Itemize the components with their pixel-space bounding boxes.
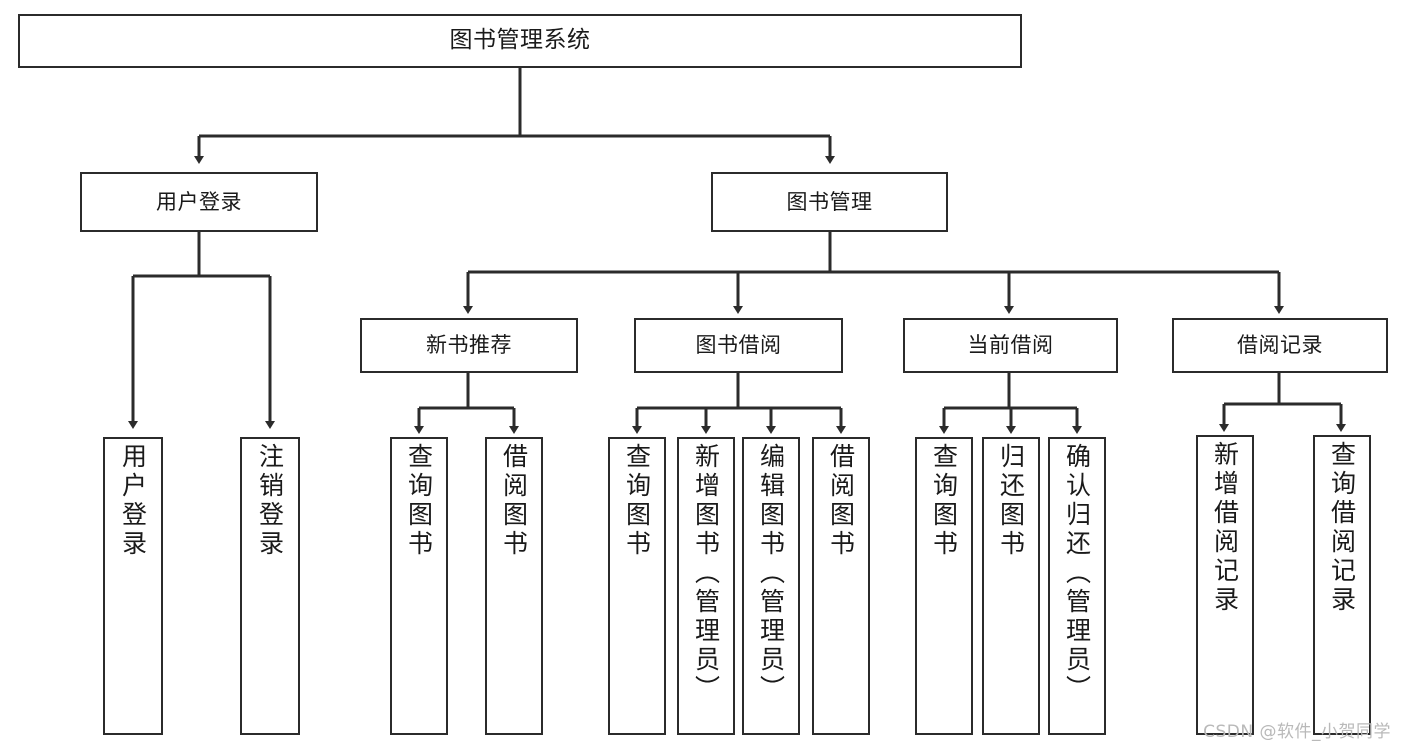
node-leaf-add-book-label: 新增图书（管理员）: [691, 443, 721, 704]
node-root[interactable]: 图书管理系统: [18, 14, 1022, 68]
node-leaf-borrow-book-2-label: 借阅图书: [826, 443, 856, 559]
node-leaf-query-book-2-label: 查询图书: [622, 443, 652, 559]
node-leaf-borrow-book-1[interactable]: 借阅图书: [485, 437, 543, 735]
node-borrowing-record-label: 借阅记录: [1237, 333, 1323, 358]
node-book-management-label: 图书管理: [786, 189, 873, 214]
node-leaf-confirm-return[interactable]: 确认归还（管理员）: [1048, 437, 1106, 735]
node-new-book-recommendation[interactable]: 新书推荐: [360, 318, 578, 373]
node-leaf-query-borrow-record-label: 查询借阅记录: [1327, 441, 1357, 615]
node-leaf-logout[interactable]: 注销登录: [240, 437, 300, 735]
node-root-label: 图书管理系统: [449, 27, 591, 54]
node-leaf-query-book-3-label: 查询图书: [929, 443, 959, 559]
node-user-login-label: 用户登录: [156, 189, 242, 214]
node-leaf-return-book-label: 归还图书: [996, 443, 1026, 559]
node-leaf-return-book[interactable]: 归还图书: [982, 437, 1040, 735]
node-leaf-user-login[interactable]: 用户登录: [103, 437, 163, 735]
node-leaf-borrow-book-1-label: 借阅图书: [499, 443, 529, 559]
node-user-login[interactable]: 用户登录: [80, 172, 318, 232]
node-leaf-query-book-1[interactable]: 查询图书: [390, 437, 448, 735]
node-leaf-logout-label: 注销登录: [255, 443, 285, 559]
node-leaf-query-book-1-label: 查询图书: [404, 443, 434, 559]
node-leaf-add-borrow-record-label: 新增借阅记录: [1210, 441, 1240, 615]
node-leaf-borrow-book-2[interactable]: 借阅图书: [812, 437, 870, 735]
node-book-management[interactable]: 图书管理: [711, 172, 948, 232]
node-leaf-edit-book[interactable]: 编辑图书（管理员）: [742, 437, 800, 735]
node-leaf-user-login-label: 用户登录: [118, 443, 148, 559]
node-leaf-add-borrow-record[interactable]: 新增借阅记录: [1196, 435, 1254, 735]
csdn-watermark: CSDN @软件_小贺同学: [1203, 722, 1391, 742]
node-borrowing-record[interactable]: 借阅记录: [1172, 318, 1388, 373]
node-leaf-query-book-2[interactable]: 查询图书: [608, 437, 666, 735]
node-current-borrowing[interactable]: 当前借阅: [903, 318, 1118, 373]
node-leaf-add-book[interactable]: 新增图书（管理员）: [677, 437, 735, 735]
node-new-book-recommendation-label: 新书推荐: [426, 333, 512, 358]
node-current-borrowing-label: 当前借阅: [967, 333, 1054, 358]
node-leaf-edit-book-label: 编辑图书（管理员）: [756, 443, 786, 704]
node-leaf-query-borrow-record[interactable]: 查询借阅记录: [1313, 435, 1371, 735]
node-leaf-confirm-return-label: 确认归还（管理员）: [1062, 443, 1092, 704]
node-leaf-query-book-3[interactable]: 查询图书: [915, 437, 973, 735]
node-book-borrowing-label: 图书借阅: [695, 333, 782, 358]
node-book-borrowing[interactable]: 图书借阅: [634, 318, 843, 373]
